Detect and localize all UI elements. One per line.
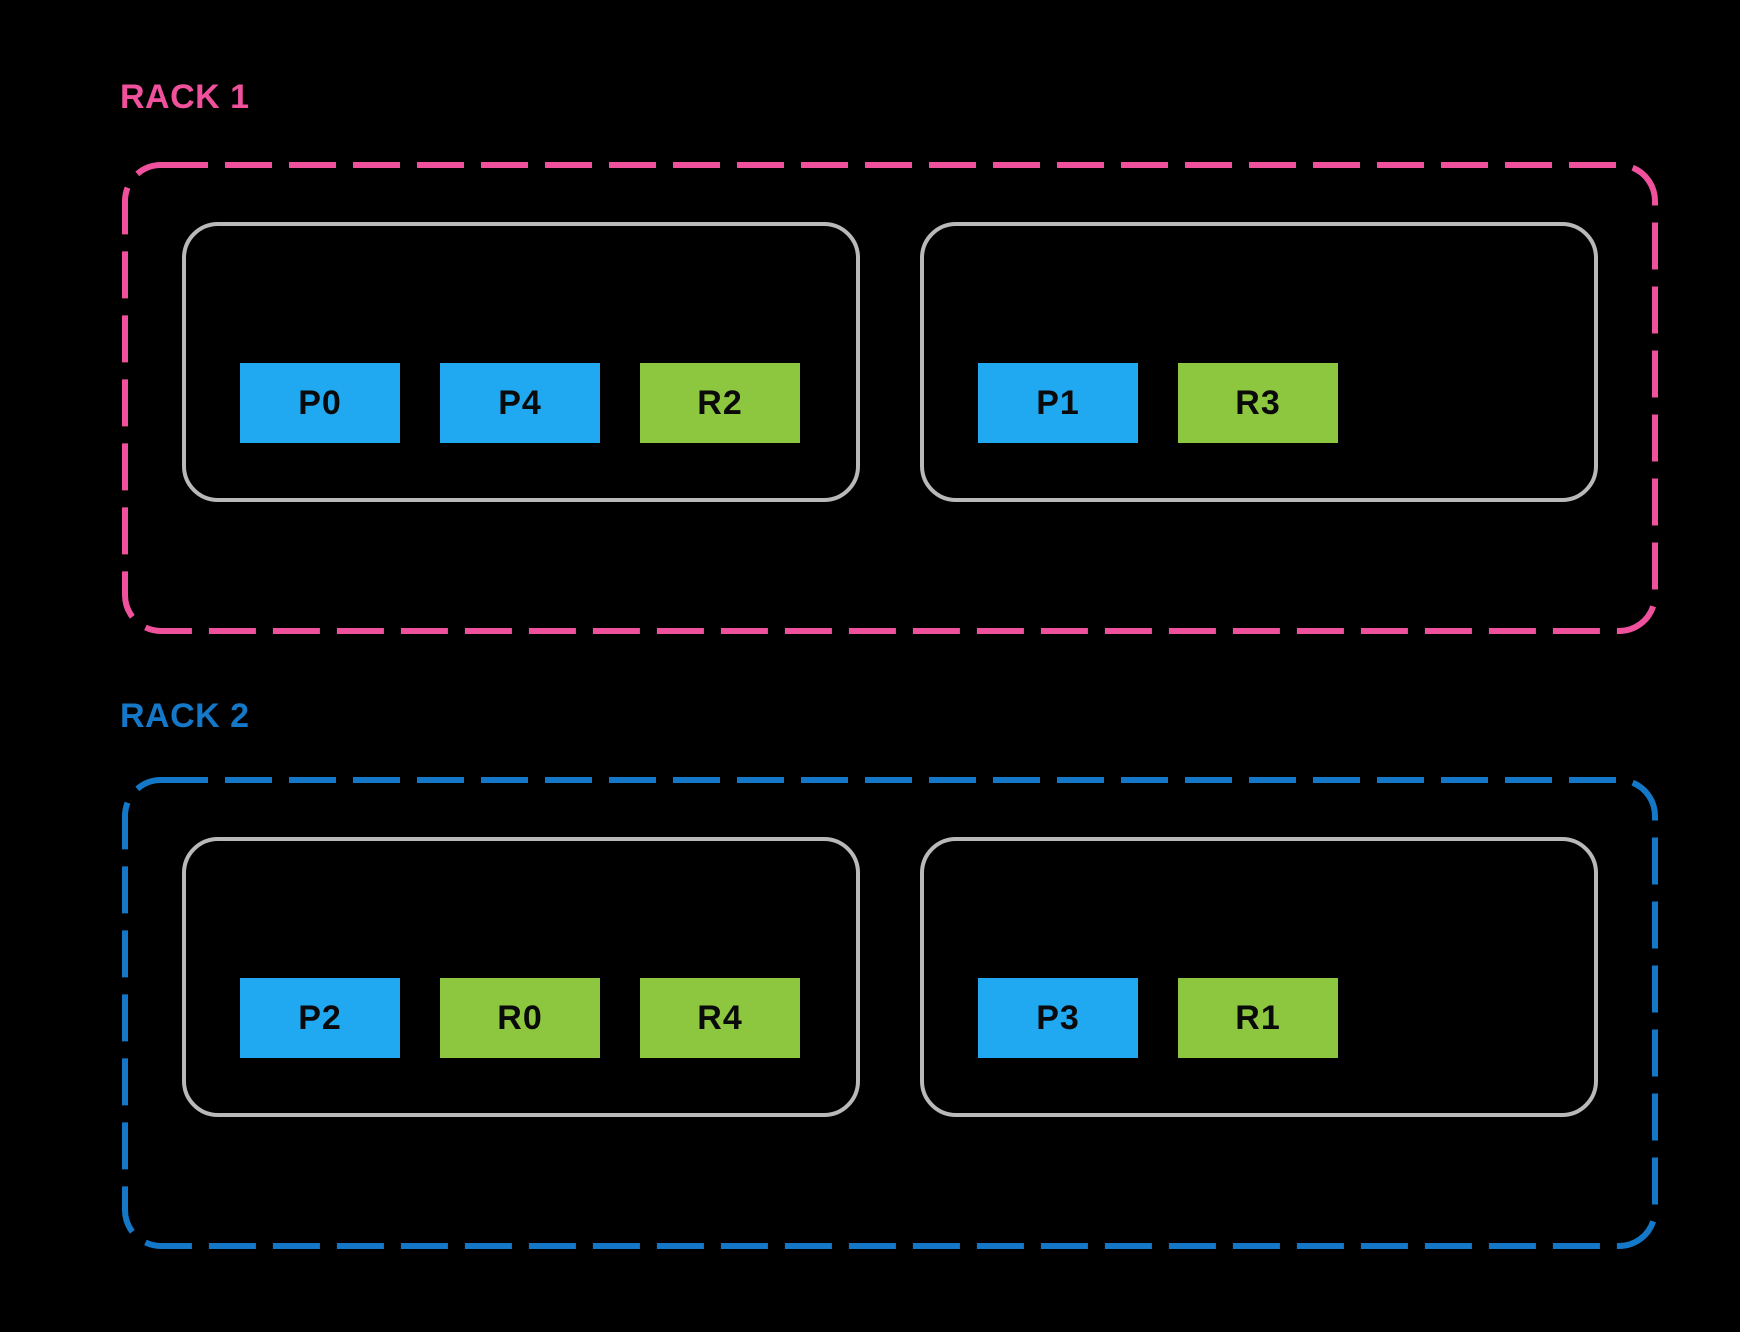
node-R4: R4: [640, 978, 800, 1058]
rack-1-dashed-rect: [122, 162, 1658, 634]
rack-2-host-1: P2 R0 R4: [182, 837, 860, 1117]
rack-2-dashed-rect: [122, 777, 1658, 1249]
node-P0: P0: [240, 363, 400, 443]
node-R3: R3: [1178, 363, 1338, 443]
node-P1: P1: [978, 363, 1138, 443]
rack-2-label: RACK 2: [120, 697, 250, 735]
rack-1-label: RACK 1: [120, 78, 250, 116]
node-R0: R0: [440, 978, 600, 1058]
node-R1: R1: [1178, 978, 1338, 1058]
node-R2: R2: [640, 363, 800, 443]
rack-2-dashed-border-icon: [122, 777, 1658, 1249]
rack-2-boundary: P2 R0 R4 P3 R1: [122, 777, 1658, 1249]
rack-1-host-2: P1 R3: [920, 222, 1598, 502]
rack-1-dashed-border-icon: [122, 162, 1658, 634]
node-P3: P3: [978, 978, 1138, 1058]
rack-1-host-1: P0 P4 R2: [182, 222, 860, 502]
node-P2: P2: [240, 978, 400, 1058]
node-P4: P4: [440, 363, 600, 443]
rack-2-host-2: P3 R1: [920, 837, 1598, 1117]
rack-1-boundary: P0 P4 R2 P1 R3: [122, 162, 1658, 634]
